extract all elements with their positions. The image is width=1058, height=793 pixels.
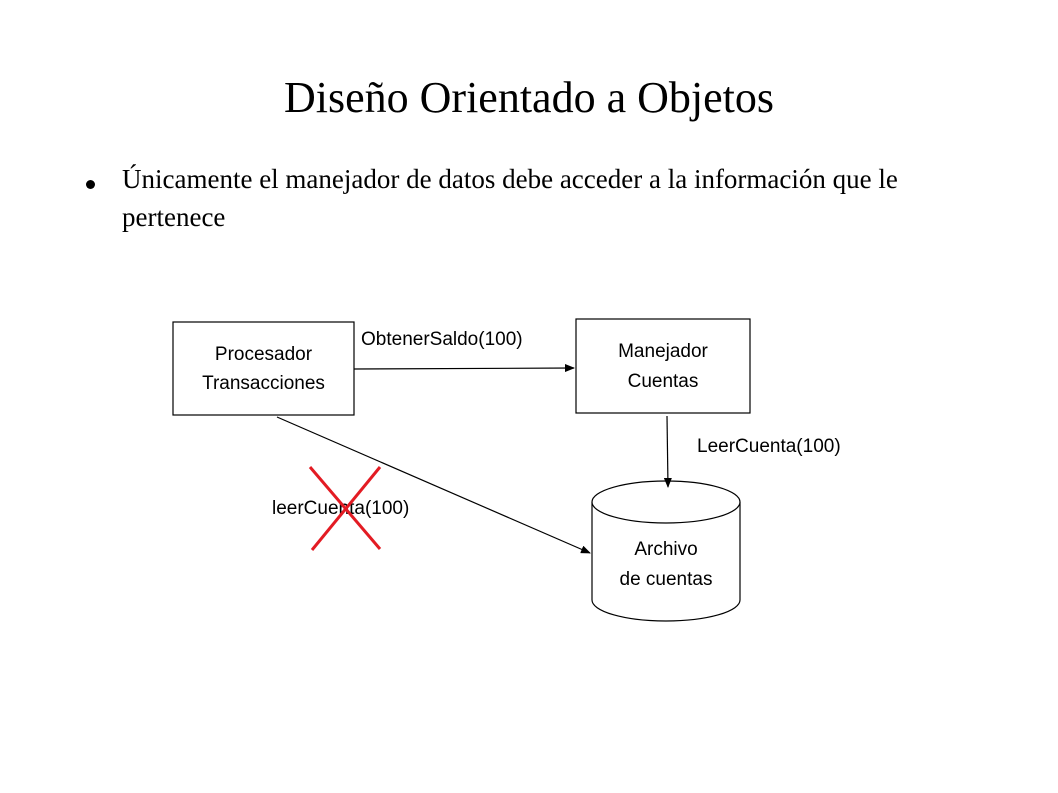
- forbidden-x-icon: [308, 466, 382, 551]
- label-leer-cuenta-manejador: LeerCuenta(100): [697, 436, 841, 457]
- manejador-label-line1: Manejador: [618, 341, 708, 362]
- archivo-cuentas-node: Archivo de cuentas: [591, 480, 741, 622]
- cylinder-top: [591, 480, 741, 524]
- bullet-dot-icon: [86, 180, 95, 189]
- cylinder-body: [591, 502, 741, 622]
- slide-title: Diseño Orientado a Objetos: [284, 73, 774, 122]
- manejador-box: [575, 318, 751, 414]
- manejador-label-line2: Cuentas: [628, 371, 699, 392]
- label-leer-cuenta-directo: leerCuenta(100): [272, 498, 409, 519]
- archivo-label-line1: Archivo: [634, 539, 697, 560]
- procesador-transacciones-node: Procesador Transacciones: [172, 321, 355, 416]
- arrow-leer-cuenta-directo: [276, 416, 591, 554]
- procesador-label-line2: Transacciones: [202, 373, 325, 394]
- arrow-leer-cuenta-manejador: [663, 415, 672, 488]
- procesador-label-line1: Procesador: [215, 344, 313, 365]
- bullet-text: Únicamente el manejador de datos debe ac…: [122, 164, 898, 232]
- arrow-obtener-saldo: [353, 364, 575, 373]
- procesador-box: [172, 321, 355, 416]
- label-obtener-saldo: ObtenerSaldo(100): [361, 329, 523, 350]
- manejador-cuentas-node: Manejador Cuentas: [575, 318, 751, 414]
- archivo-label-line2: de cuentas: [620, 569, 713, 590]
